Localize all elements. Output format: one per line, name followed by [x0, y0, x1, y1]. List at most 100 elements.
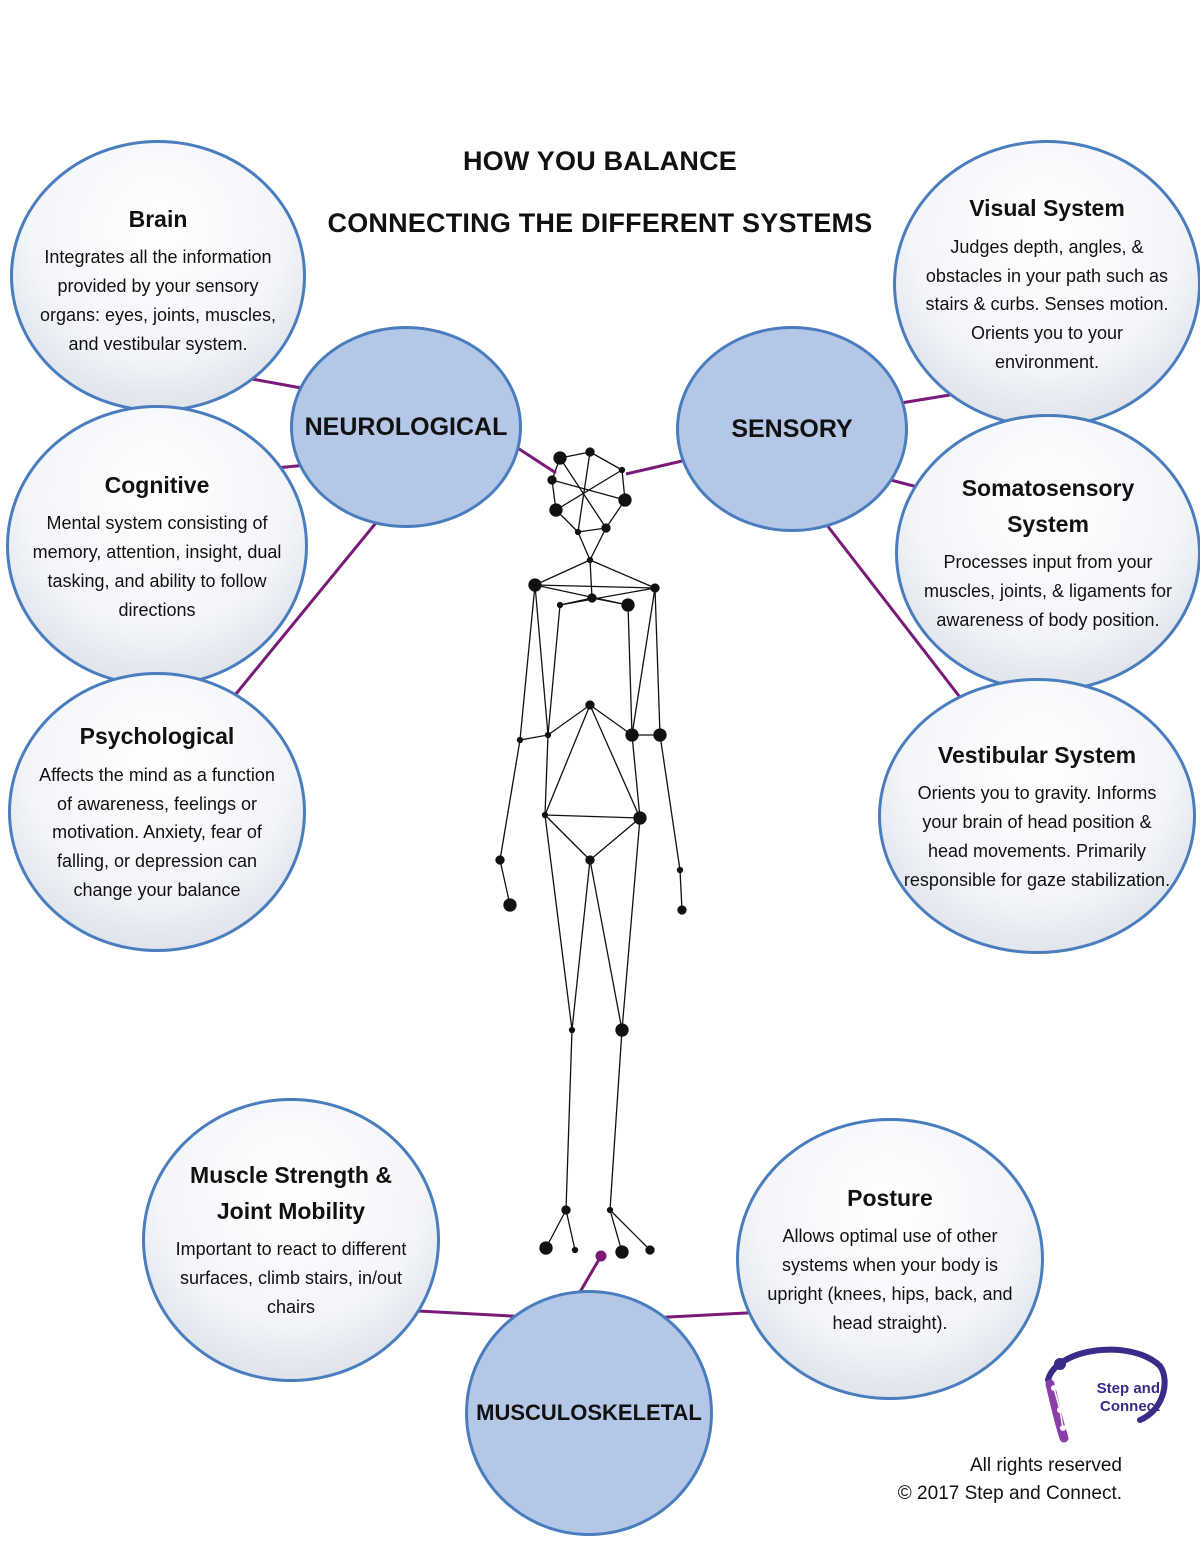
figure-line — [534, 584, 656, 589]
brain-title: Brain — [128, 205, 188, 232]
figure-line — [577, 527, 607, 533]
posture-description: Allows optimal use of other systems when… — [767, 1226, 1013, 1333]
copyright-notice: All rights reserved © 2017 Step and Conn… — [870, 1452, 1122, 1507]
figure-joint — [539, 1241, 553, 1255]
figure-joint — [574, 528, 582, 536]
figure-joint — [677, 905, 687, 915]
figure-joint — [601, 523, 611, 533]
figure-line — [609, 1029, 623, 1211]
copyright-text: © 2017 Step and Connect. — [897, 1482, 1122, 1504]
figure-joint — [585, 855, 595, 865]
somatosensory-description: Processes input from your muscles, joint… — [923, 552, 1173, 631]
figure-joint — [495, 855, 505, 865]
figure-joint — [615, 1245, 629, 1259]
figure-line — [609, 1209, 623, 1253]
vestibular-title: Vestibular System — [937, 741, 1137, 768]
figure-joint — [503, 898, 517, 912]
figure-joint — [676, 866, 684, 874]
figure-joint — [553, 451, 567, 465]
figure-line — [589, 859, 623, 1031]
figure-line — [621, 817, 641, 1031]
vestibular-bubble: Vestibular System Orients you to gravity… — [878, 678, 1196, 954]
brain-description: Integrates all the information provided … — [39, 247, 277, 354]
figure-line — [577, 531, 591, 561]
visual-system-bubble: Visual System Judges depth, angles, & ob… — [893, 140, 1200, 428]
logo-mark-icon — [1045, 1346, 1168, 1443]
psychological-title: Psychological — [79, 723, 235, 750]
figure-joint — [585, 447, 595, 457]
figure-line — [559, 597, 593, 606]
figure-joint — [556, 601, 564, 609]
brain-bubble: Brain Integrates all the information pro… — [10, 140, 306, 412]
figure-line — [565, 1209, 576, 1251]
figure-line — [544, 814, 591, 861]
figure-line — [551, 479, 626, 501]
sensory-hub: SENSORY — [676, 326, 908, 532]
page-title: HOW YOU BALANCE — [462, 146, 737, 176]
visual-description: Judges depth, angles, & obstacles in you… — [925, 236, 1169, 373]
psychological-bubble: Psychological Affects the mind as a func… — [8, 672, 306, 952]
figure-line — [654, 587, 661, 736]
figure-line — [659, 734, 681, 871]
figure-line — [499, 739, 521, 861]
figure-line — [519, 734, 549, 741]
figure-line — [545, 1209, 567, 1249]
figure-line — [534, 584, 549, 736]
figure-line — [589, 527, 607, 561]
figure-line — [571, 859, 591, 1031]
figure-line — [631, 587, 656, 736]
figure-line — [547, 704, 591, 736]
figure-joint — [618, 493, 632, 507]
figure-line — [589, 451, 623, 471]
figure-joint — [561, 1205, 571, 1215]
figure-joint — [587, 593, 597, 603]
figure-joint — [541, 811, 549, 819]
figure-joint — [585, 700, 595, 710]
figure-joint — [571, 1246, 579, 1254]
figure-joint — [544, 731, 552, 739]
figure-line — [589, 704, 633, 736]
figure-joint — [618, 466, 626, 474]
connector-sensory-vestibular — [814, 510, 968, 706]
logo-text-line2: Connect — [1100, 1398, 1160, 1415]
figure-line — [589, 559, 656, 589]
figure-joint — [516, 736, 524, 744]
figure-line — [679, 869, 683, 911]
connector-neuro-head — [515, 445, 557, 475]
musculoskeletal-hub: MUSCULOSKELETAL — [465, 1290, 713, 1536]
figure-line — [589, 704, 641, 819]
figure-line — [547, 604, 561, 736]
muscle-description: Important to react to different surfaces… — [175, 1239, 407, 1318]
posture-title: Posture — [847, 1184, 933, 1211]
figure-joint — [653, 728, 667, 742]
logo-text-line1: Step and — [1096, 1380, 1160, 1397]
figure-line — [565, 1029, 573, 1211]
connector-sensory-head — [625, 459, 683, 476]
figure-line — [544, 814, 641, 819]
figure-line — [544, 734, 549, 816]
rights-text: All rights reserved — [969, 1455, 1122, 1476]
figure-line — [519, 584, 536, 741]
figure-line — [631, 734, 641, 819]
posture-bubble: Posture Allows optimal use of other syst… — [736, 1118, 1044, 1400]
figure-joint — [528, 578, 542, 592]
figure-line — [534, 559, 591, 586]
figure-line — [544, 814, 573, 1031]
figure-joint — [586, 556, 594, 564]
figure-joint — [547, 475, 557, 485]
vestibular-description: Orients you to gravity. Informs your bra… — [903, 783, 1171, 890]
cognitive-bubble: Cognitive Mental system consisting of me… — [6, 405, 308, 687]
cognitive-description: Mental system consisting of memory, atte… — [32, 513, 282, 620]
figure-joint — [568, 1026, 576, 1034]
figure-line — [589, 559, 593, 599]
figure-line — [609, 1209, 651, 1251]
muscle-title: Muscle Strength & Joint Mobility — [190, 1162, 392, 1224]
somatosensory-bubble: Somatosensory System Processes input fro… — [895, 414, 1200, 692]
figure-line — [499, 859, 511, 906]
figure-joint — [625, 728, 639, 742]
psychological-description: Affects the mind as a function of awaren… — [39, 764, 275, 901]
muscle-strength-bubble: Muscle Strength & Joint Mobility Importa… — [142, 1098, 440, 1382]
connector-psych-neuro — [229, 512, 386, 701]
visual-title: Visual System — [969, 195, 1125, 222]
